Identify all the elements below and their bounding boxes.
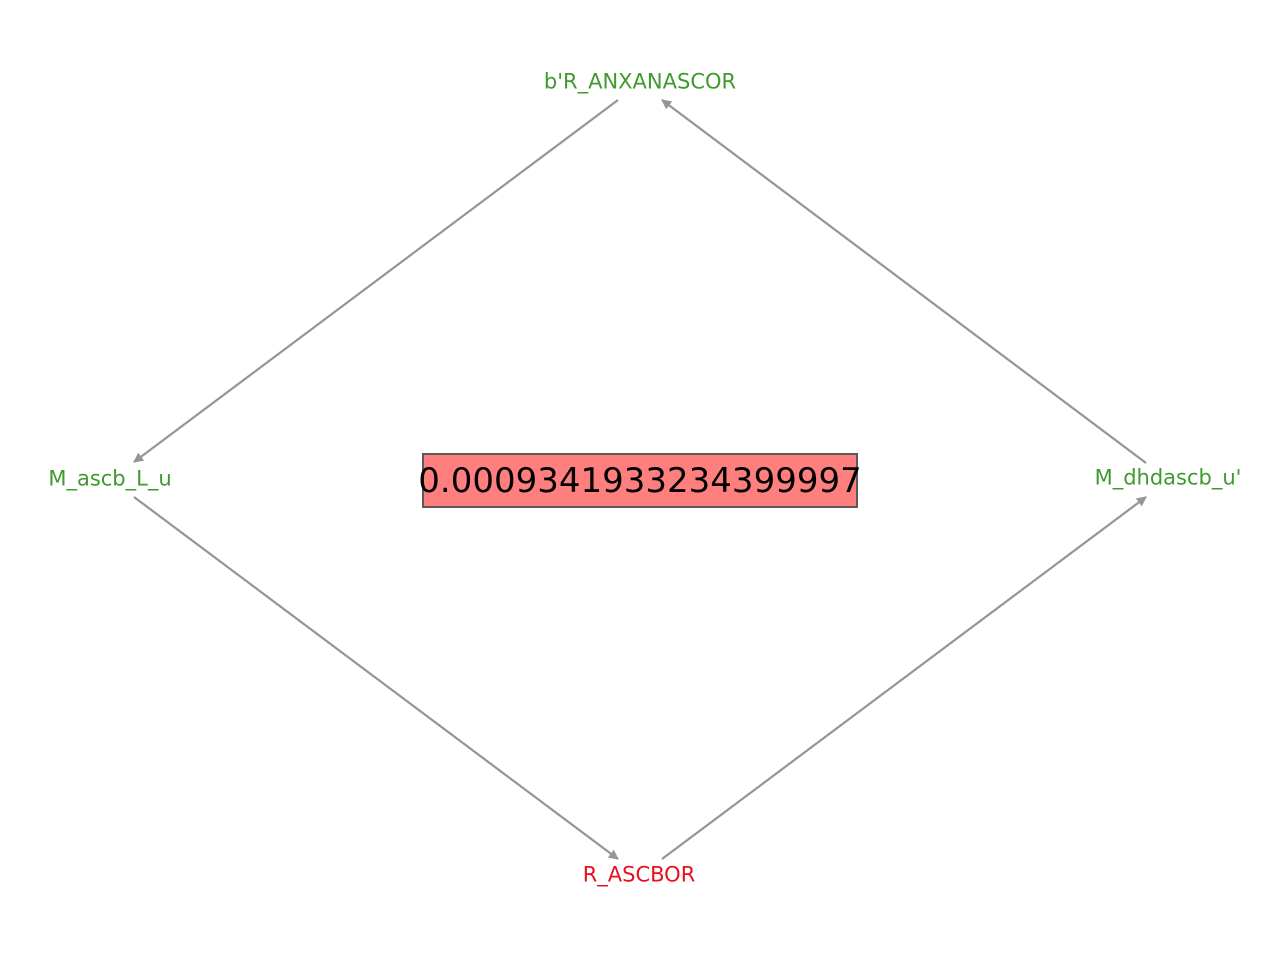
node-label-top: b'R_ANXANASCOR	[543, 69, 737, 94]
edge-right-to-top	[661, 99, 1147, 464]
center-value-box: 0.0009341933234399997	[418, 453, 862, 508]
edge-top-to-left	[133, 99, 619, 463]
node-label-right: M_dhdascb_u'	[1094, 465, 1242, 490]
node-label-left: M_ascb_L_u	[48, 466, 172, 491]
edge-left-to-bottom	[133, 496, 619, 860]
node-label-bottom: R_ASCBOR	[582, 862, 696, 887]
edge-bottom-to-right	[661, 496, 1147, 860]
